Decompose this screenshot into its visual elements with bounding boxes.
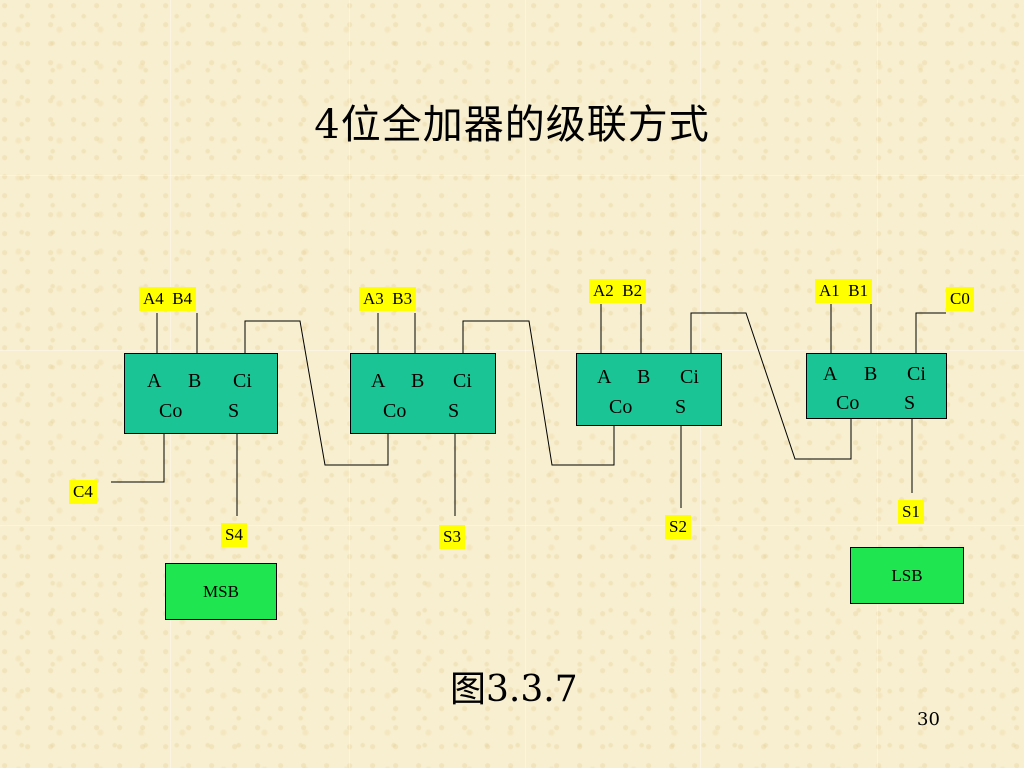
- pin-ci: Ci: [233, 370, 252, 392]
- full-adder-stage-2: A B Ci Co S: [576, 353, 722, 426]
- pin-b: B: [188, 370, 202, 392]
- sum-label-s1: S1: [898, 500, 924, 524]
- background-seam: [0, 350, 1024, 351]
- pin-s: S: [904, 392, 916, 414]
- slide-title: 4位全加器的级联方式: [314, 102, 710, 148]
- figure-caption: 图3.3.7: [450, 669, 578, 710]
- pin-a: A: [371, 370, 386, 392]
- wire-carry-c3: [244, 320, 389, 466]
- pin-a: A: [597, 366, 612, 388]
- wire-carry-c2: [462, 320, 615, 466]
- background-seam: [0, 525, 1024, 526]
- input-label-a2-b2: A2 B2: [589, 279, 647, 303]
- pin-co: Co: [159, 400, 183, 422]
- pin-a: A: [147, 370, 162, 392]
- pin-s: S: [228, 400, 240, 422]
- background-seam: [525, 0, 526, 768]
- carry-in-label: C0: [946, 287, 974, 311]
- carry-out-label: C4: [69, 480, 97, 504]
- pin-s: S: [675, 396, 687, 418]
- page-number: 30: [917, 709, 940, 730]
- pin-b: B: [637, 366, 651, 388]
- pin-b: B: [411, 370, 425, 392]
- pin-b: B: [864, 363, 878, 385]
- pin-ci: Ci: [680, 366, 699, 388]
- msb-tag: MSB: [165, 563, 277, 620]
- input-label-a3-b3: A3 B3: [359, 287, 417, 311]
- lsb-tag: LSB: [850, 547, 964, 604]
- full-adder-stage-3: A B Ci Co S: [350, 353, 496, 434]
- pin-s: S: [448, 400, 460, 422]
- full-adder-stage-4: A B Ci Co S: [124, 353, 278, 434]
- pin-a: A: [823, 363, 838, 385]
- input-label-a1-b1: A1 B1: [815, 279, 873, 303]
- pin-ci: Ci: [453, 370, 472, 392]
- background-seam: [349, 0, 350, 768]
- pin-co: Co: [609, 396, 633, 418]
- wire-carry-c1: [690, 312, 852, 460]
- pin-co: Co: [383, 400, 407, 422]
- sum-label-s4: S4: [221, 523, 247, 547]
- pin-ci: Ci: [907, 363, 926, 385]
- sum-label-s2: S2: [665, 515, 691, 539]
- pin-co: Co: [836, 392, 860, 414]
- full-adder-stage-1: A B Ci Co S: [806, 353, 947, 419]
- background-seam: [0, 175, 1024, 176]
- sum-label-s3: S3: [439, 525, 465, 549]
- input-label-a4-b4: A4 B4: [139, 287, 197, 311]
- wire-c4: [111, 434, 165, 483]
- wire-c0: [915, 312, 946, 353]
